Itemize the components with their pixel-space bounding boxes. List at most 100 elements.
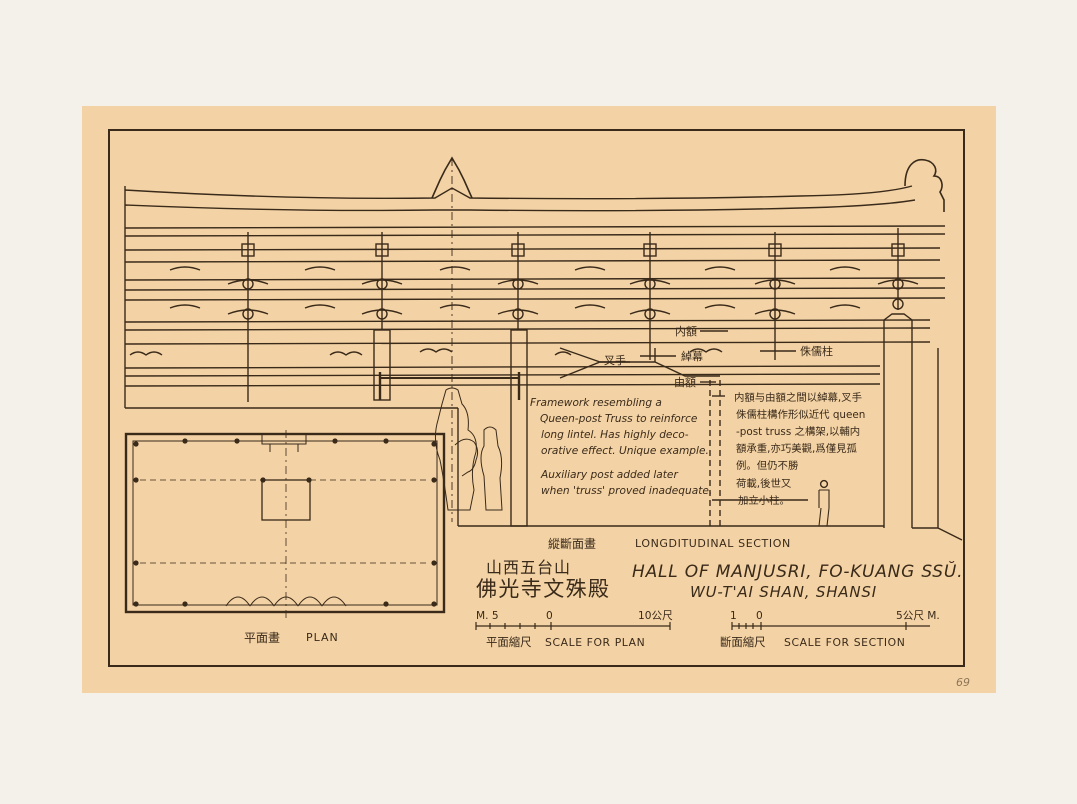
plan-column xyxy=(133,601,139,607)
note-en-line: long lintel. Has highly deco- xyxy=(541,429,689,441)
note-zh-line: 内額与由額之間以綽幕,叉手 xyxy=(734,391,862,404)
plan-column xyxy=(431,601,437,607)
drawing-sheet xyxy=(82,106,996,693)
longitudinal-section xyxy=(124,156,963,541)
plan-scale-caption-en: SCALE FOR PLAN xyxy=(545,636,645,649)
title-zh-line1: 山西五台山 xyxy=(486,558,571,577)
end-column xyxy=(883,313,913,528)
note-zh-line: 侏儒柱構作形似近代 queen xyxy=(736,408,865,421)
plan-column xyxy=(260,477,266,483)
section-scale-caption-zh: 斷面縮尺 xyxy=(720,635,766,649)
plan-column xyxy=(306,477,312,483)
lintel xyxy=(124,383,881,387)
plan-caption-zh: 平面畫 xyxy=(244,630,280,645)
section-scale-tick: 0 xyxy=(756,610,763,622)
title-zh-line2: 佛光寺文殊殿 xyxy=(476,577,610,601)
plan-outer-wall xyxy=(124,432,446,614)
note-zh-line: -post truss 之構架,以輔内 xyxy=(736,425,860,438)
plan-inner-wall xyxy=(132,440,438,606)
note-en-line: orative effect. Unique example. xyxy=(541,445,709,457)
note-zh-line: 額承重,亦巧美觀,爲僅見孤 xyxy=(736,442,858,455)
scale-figure-body xyxy=(818,489,830,527)
note-english: Framework resembling a Queen-post Truss … xyxy=(530,397,712,497)
purlin xyxy=(124,233,946,237)
note-zh-line: 加立小柱。 xyxy=(738,494,790,507)
purlin xyxy=(124,319,931,323)
plan-column xyxy=(133,477,139,483)
bracket-set xyxy=(877,228,919,310)
plan-column xyxy=(182,438,188,444)
purlin xyxy=(124,297,946,301)
section-scale-tick: 1 xyxy=(730,610,737,622)
label-tuomu: 綽幕 xyxy=(681,349,703,363)
plan-scale-caption-zh: 平面縮尺 xyxy=(486,635,532,649)
beam-decoration xyxy=(129,348,723,356)
title-en-line2: WU-T'AI SHAN, SHANSI xyxy=(690,583,877,601)
plan-column xyxy=(332,438,338,444)
note-zh-line: 荷載,後世又 xyxy=(736,477,792,490)
purlin xyxy=(124,247,941,251)
plan-scale-tick: M. 5 xyxy=(476,610,499,622)
statue-lion xyxy=(454,438,479,477)
plan-column xyxy=(383,601,389,607)
note-zh-line: 例。但仍不勝 xyxy=(736,459,799,472)
label-you-e: 由額 xyxy=(674,375,696,389)
title-en-line1: HALL OF MANJUSRI, FO-KUANG SSŬ. xyxy=(632,560,963,582)
plan-column xyxy=(234,438,240,444)
note-en-line: when 'truss' proved inadequate. xyxy=(541,485,712,497)
plan-column xyxy=(133,560,139,566)
label-zhuru: 侏儒柱 xyxy=(800,344,833,358)
plan-scale-tick: 0 xyxy=(546,610,553,622)
chiwei-ornament xyxy=(904,158,945,212)
bracket-set xyxy=(361,232,403,330)
sheet-number: 69 xyxy=(956,676,970,689)
statue-bodhisattva xyxy=(434,387,477,511)
long-section-caption-zh: 縱斷面畫 xyxy=(548,536,596,551)
statue-attendant xyxy=(480,426,503,511)
plan-columns xyxy=(133,438,437,607)
purlin xyxy=(124,277,946,281)
scale-figure-head xyxy=(819,479,829,489)
plan-column xyxy=(383,438,389,444)
bracket-set xyxy=(629,232,671,360)
note-chinese: 内額与由額之間以綽幕,叉手 侏儒柱構作形似近代 queen -post trus… xyxy=(734,391,865,507)
purlin xyxy=(124,287,946,291)
long-section-caption-en: LONGDITUDINAL SECTION xyxy=(635,537,791,550)
plan-rear-entry xyxy=(261,434,307,452)
floor-plan xyxy=(124,430,446,620)
plan-column xyxy=(182,601,188,607)
note-en-line: Auxiliary post added later xyxy=(540,469,678,481)
end-wall xyxy=(912,348,963,541)
section-scale-bar xyxy=(731,622,930,630)
bracket-set xyxy=(497,232,539,330)
roof-line xyxy=(124,185,913,200)
plan-column xyxy=(133,441,139,447)
lintel xyxy=(124,373,881,377)
note-en-line: Framework resembling a xyxy=(530,397,662,409)
column xyxy=(373,329,391,401)
label-chashou: 叉手 xyxy=(604,353,626,367)
lintel xyxy=(124,365,881,369)
section-scale-caption-en: SCALE FOR SECTION xyxy=(784,636,905,649)
plan-column xyxy=(431,560,437,566)
purlin xyxy=(124,327,931,331)
label-nei-e: 内額 xyxy=(675,324,697,338)
inner-border xyxy=(108,129,965,667)
note-en-line: Queen-post Truss to reinforce xyxy=(540,413,698,425)
plan-caption-en: PLAN xyxy=(306,631,339,644)
intercolumn-bracket xyxy=(169,304,861,309)
plan-scale-tick: 10公尺 xyxy=(638,610,673,622)
bracket-set xyxy=(754,232,796,360)
section-scale-tick: 5公尺 M. xyxy=(896,610,940,622)
bracket-set xyxy=(227,232,269,402)
plan-column xyxy=(431,441,437,447)
purlin xyxy=(124,259,941,263)
purlin xyxy=(124,225,946,229)
plan-scale-bar xyxy=(475,622,671,630)
roof-line-lower xyxy=(124,199,916,212)
plan-doors xyxy=(225,596,347,607)
intercolumn-bracket xyxy=(169,266,861,271)
plan-column xyxy=(431,477,437,483)
